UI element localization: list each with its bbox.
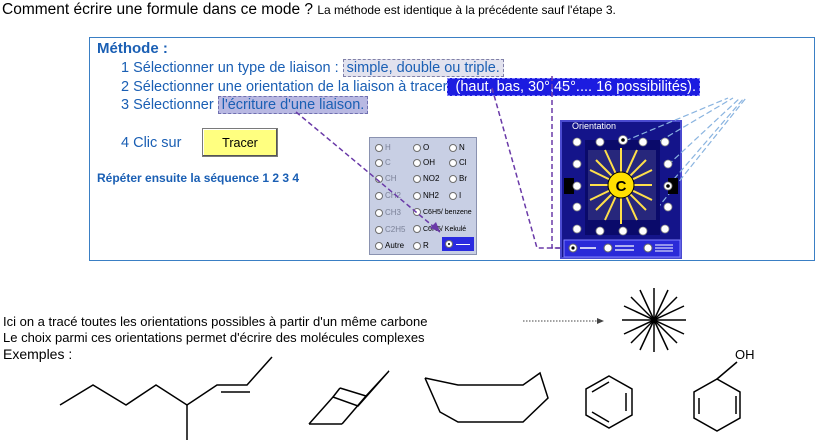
step-1-text: 1 Sélectionner un type de liaison : <box>121 60 343 76</box>
side-band-left <box>564 178 574 194</box>
all-orientations-star-icon <box>622 288 686 352</box>
radio-icon <box>449 191 457 200</box>
atom-option-ch2[interactable]: CH2 <box>375 191 401 200</box>
method-box <box>89 37 815 261</box>
center-atom-circle <box>607 171 635 199</box>
atom-option-ch3[interactable]: CH3 <box>375 208 401 217</box>
radio-icon <box>449 158 457 167</box>
radio-icon <box>413 241 421 250</box>
connector-orientation-3 <box>667 97 741 166</box>
atom-option-c6h5-kekule[interactable]: C6H5/ Kekulé <box>413 225 466 233</box>
radio-selected-icon <box>445 240 453 248</box>
radio-icon <box>449 143 457 152</box>
step-1: 1 Sélectionner un type de liaison : simp… <box>121 59 504 77</box>
bond-type-selector[interactable] <box>568 243 673 253</box>
radio-icon <box>413 191 421 200</box>
atom-option-h[interactable]: H <box>375 143 391 152</box>
atom-option-n[interactable]: N <box>449 143 465 152</box>
atom-option-br[interactable]: Br <box>449 174 467 183</box>
atom-option-c2h5[interactable]: C2H5 <box>375 225 405 234</box>
heading-sub: La méthode est identique à la précédente… <box>317 3 616 17</box>
examples-label: Exemples : <box>3 346 73 362</box>
orientation-label: Orientation <box>572 121 617 131</box>
orientation-dial: C <box>563 135 681 258</box>
benzene-icon <box>585 375 633 429</box>
radio-icon <box>375 241 383 250</box>
connector-step3 <box>295 111 441 233</box>
atom-option-o[interactable]: O <box>413 143 429 152</box>
page-heading: Comment écrire une formule dans ce mode … <box>2 1 616 19</box>
oh-label: OH <box>735 347 755 362</box>
step-2-text: 2 Sélectionner une orientation de la lia… <box>121 79 448 95</box>
method-title: Méthode : <box>97 40 168 57</box>
step-3: 3 Sélectionner l'écriture d'une liaison. <box>121 96 369 114</box>
atom-option-cl[interactable]: Cl <box>449 158 467 167</box>
connector-lines <box>295 76 747 249</box>
info-line-1: Ici on a tracé toutes les orientations p… <box>3 314 428 329</box>
connector-orientation-1 <box>624 97 729 142</box>
repeat-instruction: Répéter ensuite la séquence 1 2 3 4 <box>97 171 300 185</box>
radio-icon <box>375 208 383 217</box>
info-line-2: Le choix parmi ces orientations permet d… <box>3 330 425 345</box>
side-band-right <box>668 178 678 194</box>
bond-writing-option[interactable] <box>442 237 474 251</box>
heading-main: Comment écrire une formule dans ce mode … <box>2 1 314 18</box>
atom-option-r[interactable]: R <box>413 241 429 250</box>
connector-step1 <box>551 76 568 249</box>
cyclohexadienol-icon <box>693 361 741 432</box>
radio-icon <box>413 158 421 167</box>
radio-icon <box>375 158 383 167</box>
radio-icon <box>449 174 457 183</box>
arrow-head-icon <box>597 318 604 324</box>
molecule-chair-icon <box>308 370 390 425</box>
step-3-text: 3 Sélectionner <box>121 97 218 113</box>
atom-option-no2[interactable]: NO2 <box>413 174 439 183</box>
arrow-head-icon <box>430 222 440 232</box>
selected-orientation-dot <box>666 184 670 188</box>
connector-orientation-4 <box>667 97 745 187</box>
radio-icon <box>375 191 383 200</box>
step-2: 2 Sélectionner une orientation de la lia… <box>121 78 701 96</box>
single-line-icon <box>456 243 470 245</box>
radio-icon <box>375 143 383 152</box>
step-3-highlight: l'écriture d'une liaison. <box>217 96 369 114</box>
molecule-cycloalkane-icon <box>424 371 549 423</box>
step-4: 4 Clic sur <box>121 135 182 151</box>
radio-icon <box>413 174 421 183</box>
connector-orientation-2 <box>659 97 734 142</box>
tracer-button[interactable]: Tracer <box>202 128 278 157</box>
atom-option-oh[interactable]: OH <box>413 158 435 167</box>
orientation-radio-buttons[interactable] <box>572 135 673 236</box>
radio-icon <box>413 225 421 233</box>
atom-option-c[interactable]: C <box>375 158 391 167</box>
atom-option-i[interactable]: I <box>449 191 461 200</box>
radio-icon <box>375 225 383 234</box>
center-atom-label: C <box>616 178 627 195</box>
radio-icon <box>413 143 421 152</box>
atom-selection-panel: H O N C OH Cl CH NO2 Br CH2 NH2 I CH3 C6… <box>369 137 477 255</box>
atom-option-nh2[interactable]: NH2 <box>413 191 439 200</box>
bond-type-bar <box>563 239 681 258</box>
selected-orientation-dot <box>621 138 625 142</box>
atom-option-autre[interactable]: Autre <box>375 241 404 250</box>
molecule-chain-icon <box>59 356 273 440</box>
step-2-highlight: (haut, bas, 30°,45°.... 16 possibilités)… <box>447 78 701 96</box>
step-1-highlight: simple, double ou triple. <box>342 59 504 77</box>
